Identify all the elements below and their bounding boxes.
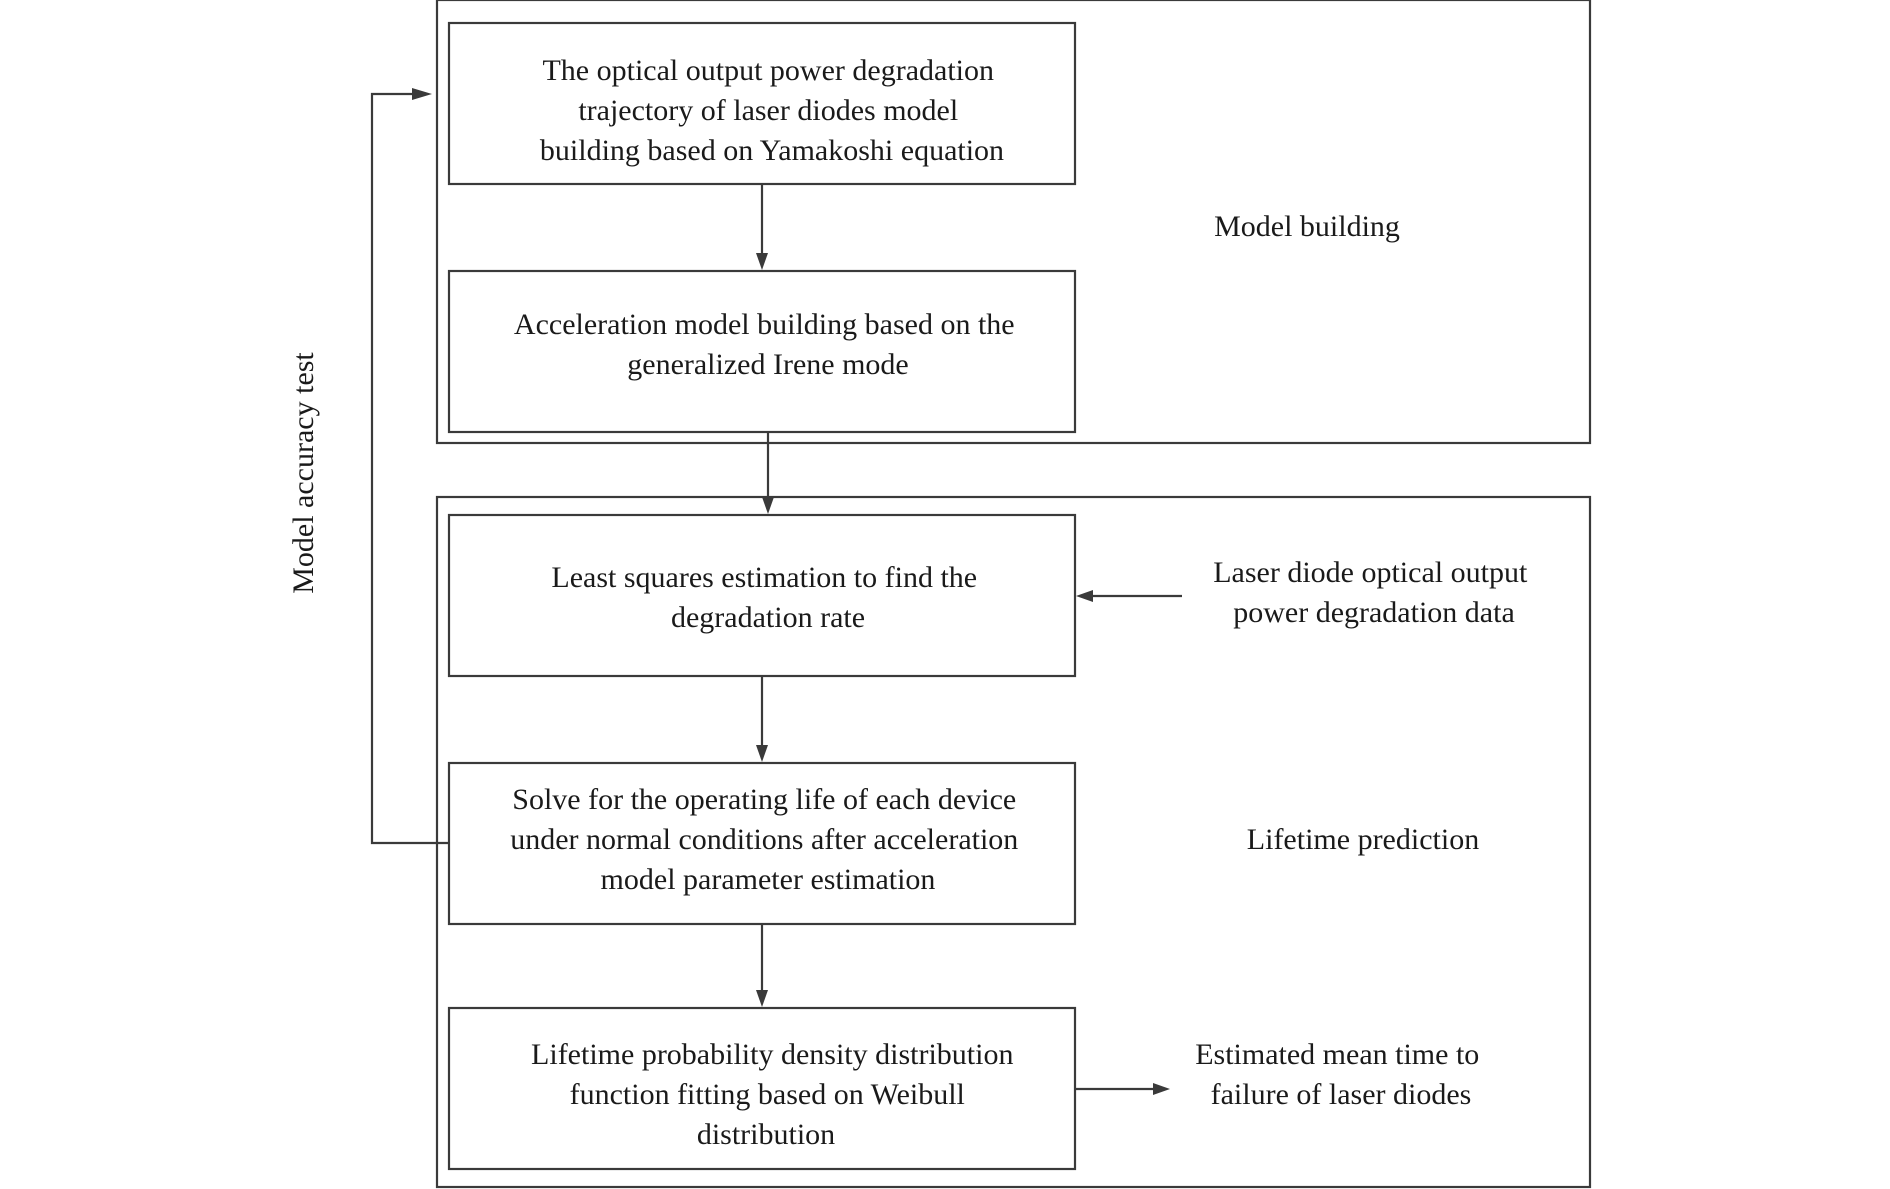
degradation-data-line: Laser diode optical output — [1213, 556, 1528, 589]
arrow-data-to-least-squares — [1076, 590, 1182, 602]
operating-life-line: Solve for the operating life of each dev… — [512, 783, 1016, 816]
acceleration-model-text: Acceleration model building based on the… — [514, 308, 1022, 381]
least-squares-text: Least squares estimation to find the deg… — [551, 561, 984, 634]
least-squares-box — [447, 513, 1077, 678]
trajectory-model-line: building based on Yamakoshi equation — [540, 134, 1004, 167]
operating-life-text: Solve for the operating life of each dev… — [510, 783, 1026, 896]
model-accuracy-test-label: Model accuracy test — [287, 352, 320, 594]
acceleration-model-line: Acceleration model building based on the — [514, 308, 1015, 341]
degradation-data-line: power degradation data — [1233, 596, 1515, 629]
acceleration-model-box — [447, 269, 1077, 434]
trajectory-model-line: The optical output power degradation — [542, 54, 994, 87]
trajectory-model-line: trajectory of laser diodes model — [578, 94, 958, 127]
arrow-operating-life-to-weibull — [756, 924, 768, 1007]
feedback-loop-arrow — [370, 88, 449, 845]
degradation-data-text: Laser diode optical output power degrada… — [1213, 556, 1535, 629]
arrow-trajectory-to-acceleration — [756, 184, 768, 270]
weibull-fit-box — [447, 1006, 1077, 1171]
arrow-weibull-to-mttf — [1075, 1083, 1170, 1095]
lifetime-prediction-label: Lifetime prediction — [1247, 823, 1479, 856]
model-building-frame — [435, 0, 1592, 445]
model-building-label: Model building — [1214, 210, 1400, 243]
trajectory-model-box — [447, 21, 1077, 186]
acceleration-model-line: generalized Irene mode — [627, 348, 909, 381]
weibull-fit-line: Lifetime probability density distributio… — [531, 1038, 1013, 1071]
mttf-text: Estimated mean time to failure of laser … — [1195, 1038, 1487, 1111]
arrow-acceleration-to-least-squares — [762, 432, 774, 514]
weibull-fit-line: function fitting based on Weibull — [570, 1078, 965, 1111]
mttf-line: failure of laser diodes — [1211, 1078, 1472, 1111]
least-squares-line: degradation rate — [671, 601, 865, 634]
operating-life-line: model parameter estimation — [601, 863, 936, 896]
mttf-line: Estimated mean time to — [1195, 1038, 1479, 1071]
arrow-least-squares-to-operating-life — [756, 676, 768, 762]
operating-life-line: under normal conditions after accelerati… — [510, 823, 1018, 856]
weibull-fit-line: distribution — [697, 1118, 835, 1151]
trajectory-model-text: The optical output power degradation tra… — [540, 54, 1004, 167]
least-squares-line: Least squares estimation to find the — [551, 561, 977, 594]
operating-life-box — [447, 761, 1077, 926]
weibull-fit-text: Lifetime probability density distributio… — [531, 1038, 1021, 1151]
